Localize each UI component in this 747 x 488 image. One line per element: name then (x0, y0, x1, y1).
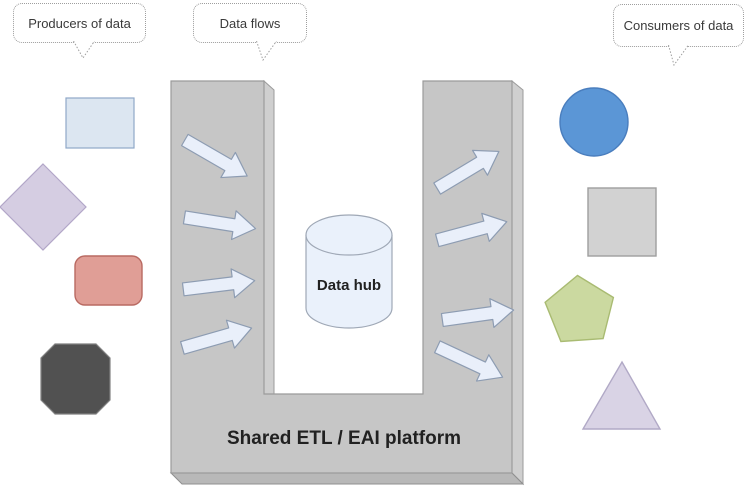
data-hub-top (305, 214, 393, 256)
callout-consumers-label: Consumers of data (623, 18, 734, 33)
producer-shapes (0, 97, 143, 415)
consumer-circle (559, 87, 629, 157)
callout-producers-label: Producers of data (28, 15, 131, 31)
producer-rounded-rectangle (74, 255, 143, 306)
platform-left-bar-side-face (263, 79, 275, 404)
platform-right-bar-side-face (511, 79, 524, 486)
platform-front-face (170, 80, 513, 474)
callout-producers: Producers of data (13, 3, 146, 59)
data-hub-label: Data hub (317, 277, 381, 294)
data-hub-body (305, 235, 393, 329)
producer-rectangle (65, 97, 135, 149)
data-hub-cylinder: Data hub (305, 214, 393, 329)
callout-flows-tail (256, 41, 277, 61)
consumer-square (587, 187, 657, 257)
callout-consumers: Consumers of data (613, 4, 744, 66)
consumer-pentagon (544, 274, 615, 343)
callout-consumers-tail (668, 45, 689, 66)
etl-platform-shape: Shared ETL / EAI platform (169, 79, 525, 486)
callout-flows: Data flows (193, 3, 307, 61)
consumer-shapes (544, 87, 662, 430)
producer-octagon (40, 343, 111, 415)
platform-label: Shared ETL / EAI platform (227, 428, 461, 449)
producer-diamond (0, 163, 87, 251)
callout-producers-tail (73, 41, 95, 59)
platform-bottom-face (169, 472, 525, 485)
callout-flows-label: Data flows (219, 15, 281, 31)
consumer-triangle (581, 360, 662, 430)
